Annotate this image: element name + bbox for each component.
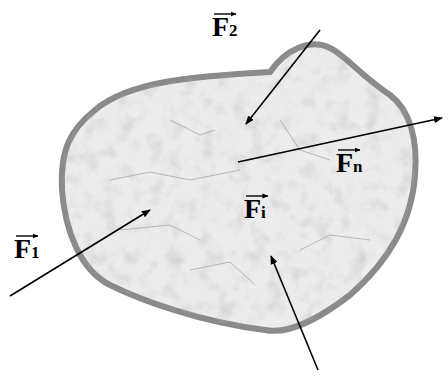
- force-arrows: [10, 30, 442, 370]
- force-label: F1: [14, 234, 40, 268]
- force-arrow: [10, 210, 150, 296]
- force-arrow: [271, 256, 318, 370]
- rock-cracks: [110, 120, 370, 285]
- force-label: Fn: [336, 148, 363, 182]
- force-label: F2: [212, 12, 238, 46]
- rock-texture: [62, 44, 416, 330]
- force-arrow: [246, 30, 320, 124]
- rock-body: [62, 44, 416, 330]
- vector-marks: [16, 14, 360, 236]
- force-label: Fi: [244, 194, 266, 228]
